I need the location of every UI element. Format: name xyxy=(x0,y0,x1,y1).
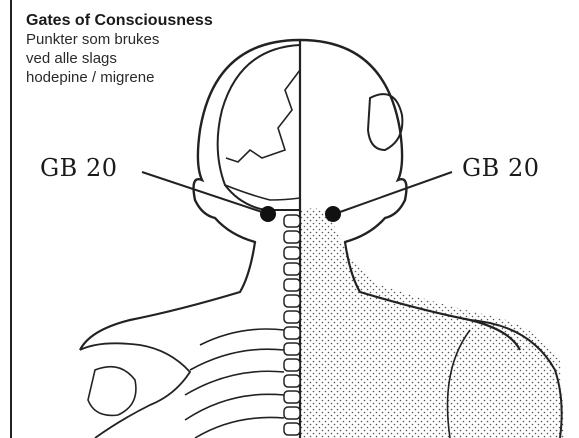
skull-outline xyxy=(218,45,300,210)
caption-line-2: ved alle slags xyxy=(26,49,213,68)
shoulder-bone xyxy=(80,343,190,438)
gb20-right-point xyxy=(325,206,341,222)
caption-block: Gates of Consciousness Punkter som bruke… xyxy=(26,12,213,87)
humerus-head xyxy=(88,367,136,416)
gb20-right-label: GB 20 xyxy=(462,154,539,182)
caption-line-3: hodepine / migrene xyxy=(26,68,213,87)
gb20-left-point xyxy=(260,206,276,222)
caption-line-1: Punkter som brukes xyxy=(26,30,213,49)
gb20-left-label: GB 20 xyxy=(40,154,117,182)
caption-title: Gates of Consciousness xyxy=(26,12,213,30)
muscle-stipple-area xyxy=(300,208,565,438)
gb20-right-leader-line xyxy=(340,172,452,212)
skull-suture xyxy=(226,70,300,162)
spine-vertebrae xyxy=(284,215,300,435)
ear-outline xyxy=(368,94,402,150)
ribs xyxy=(185,329,284,438)
